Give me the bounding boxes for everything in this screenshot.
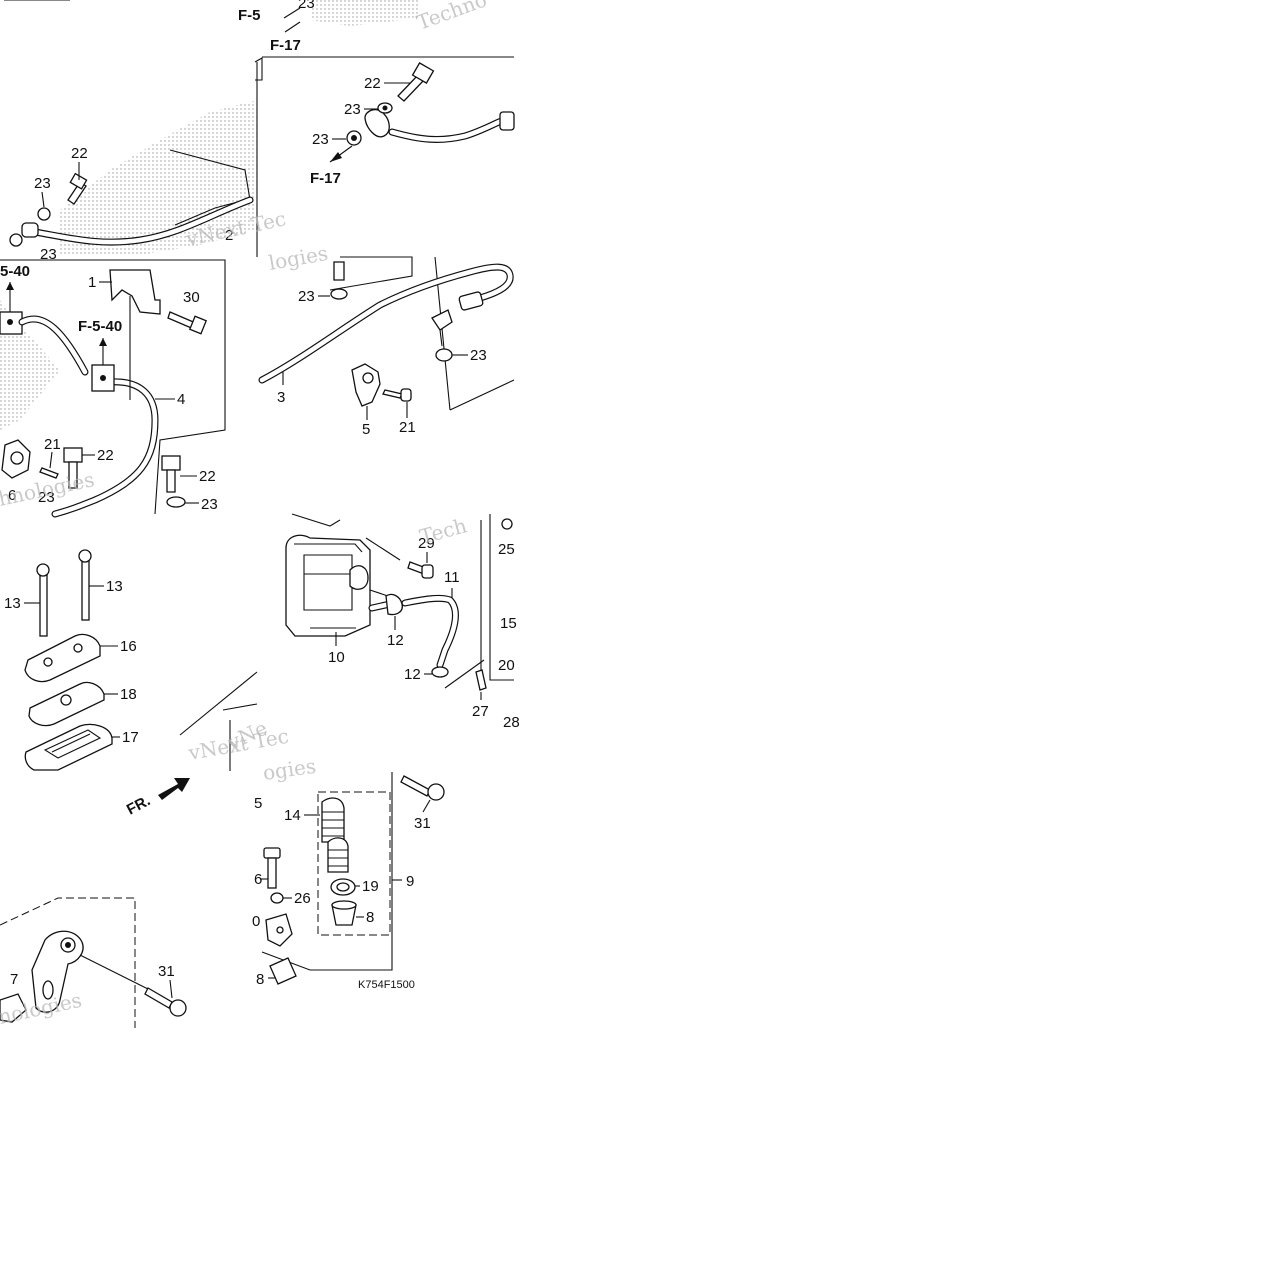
- diagram-code: K754F1500: [358, 979, 415, 991]
- callout-30: 30: [183, 289, 200, 306]
- callout-23: 23: [344, 101, 361, 118]
- callout-5-partial: 5: [254, 795, 262, 812]
- callout-26: 26: [294, 890, 311, 907]
- panel-top-left: F-5 23 22 23 23 2 vNext Tec Techno: [4, 0, 490, 263]
- callout-4: 4: [177, 391, 185, 408]
- callout-18: 18: [120, 686, 137, 703]
- callout-6-partial: 6: [254, 871, 262, 888]
- callout-12: 12: [404, 666, 421, 683]
- callout-19: 19: [362, 878, 379, 895]
- callout-1: 1: [88, 274, 96, 291]
- panel-lower-center: 10 29 11 12 12 27 25 15 20 28 Tech: [285, 513, 520, 731]
- callout-9: 9: [406, 873, 414, 890]
- callout-31: 31: [158, 963, 175, 980]
- callout-28: 28: [503, 714, 520, 731]
- callout-23: 23: [470, 347, 487, 364]
- callout-23: 23: [298, 288, 315, 305]
- callout-6: 6: [8, 487, 16, 504]
- watermark: Techno: [414, 0, 490, 35]
- watermark: logies: [267, 241, 330, 275]
- watermark: ogies: [261, 754, 317, 785]
- callout-14: 14: [284, 807, 301, 824]
- panel-middle-left: 5-40 F-5-40 1 30 4 21 6 23 22: [0, 259, 226, 518]
- callout-3: 3: [277, 389, 285, 406]
- callout-23: 23: [38, 489, 55, 506]
- callout-21: 21: [44, 436, 61, 453]
- callout-31: 31: [414, 815, 431, 832]
- ref-f17: F-17: [310, 170, 341, 187]
- fr-label: FR.: [124, 792, 153, 818]
- callout-21: 21: [399, 419, 416, 436]
- panel-bottom-center: 9 14 19 8 31 5 6 26 0 8 K754F1500 ogies: [252, 754, 445, 991]
- callout-22: 22: [71, 145, 88, 162]
- callout-23: 23: [34, 175, 51, 192]
- callout-8: 8: [366, 909, 374, 926]
- ref-f540: F-5-40: [78, 318, 122, 335]
- watermark: Tech: [417, 513, 469, 549]
- callout-10: 10: [328, 649, 345, 666]
- callout-27: 27: [472, 703, 489, 720]
- callout-22: 22: [97, 447, 114, 464]
- panel-top-middle: F-17 22 23 23 F-17: [254, 7, 515, 187]
- callout-17: 17: [122, 729, 139, 746]
- callout-0-partial: 0: [252, 913, 260, 930]
- panel-bottom-left: 31 7 nologies: [0, 897, 187, 1029]
- callout-23: 23: [40, 246, 57, 263]
- callout-23: 23: [201, 496, 218, 513]
- callout-23: 23: [312, 131, 329, 148]
- panel-middle-center: 23 23 3 5 21 logies: [258, 241, 515, 438]
- callout-23: 23: [298, 0, 315, 12]
- ref-f540: 5-40: [0, 263, 30, 280]
- callout-12: 12: [387, 632, 404, 649]
- panel-lower-left: 13 13 16 18 17 vNext Tec vNe: [4, 549, 290, 771]
- front-direction-arrow: FR.: [124, 778, 190, 819]
- callout-29: 29: [418, 535, 435, 552]
- callout-13: 13: [106, 578, 123, 595]
- ref-f17: F-17: [270, 37, 301, 54]
- callout-20: 20: [498, 657, 515, 674]
- callout-11: 11: [444, 569, 460, 586]
- callout-25: 25: [498, 541, 515, 558]
- callout-15: 15: [500, 615, 517, 632]
- callout-16: 16: [120, 638, 137, 655]
- callout-8: 8: [256, 971, 264, 988]
- callout-22: 22: [199, 468, 216, 485]
- callout-5: 5: [362, 421, 370, 438]
- callout-13: 13: [4, 595, 21, 612]
- ref-f5: F-5: [238, 7, 261, 24]
- callout-22: 22: [364, 75, 381, 92]
- callout-7: 7: [10, 971, 18, 988]
- callout-2: 2: [225, 227, 233, 244]
